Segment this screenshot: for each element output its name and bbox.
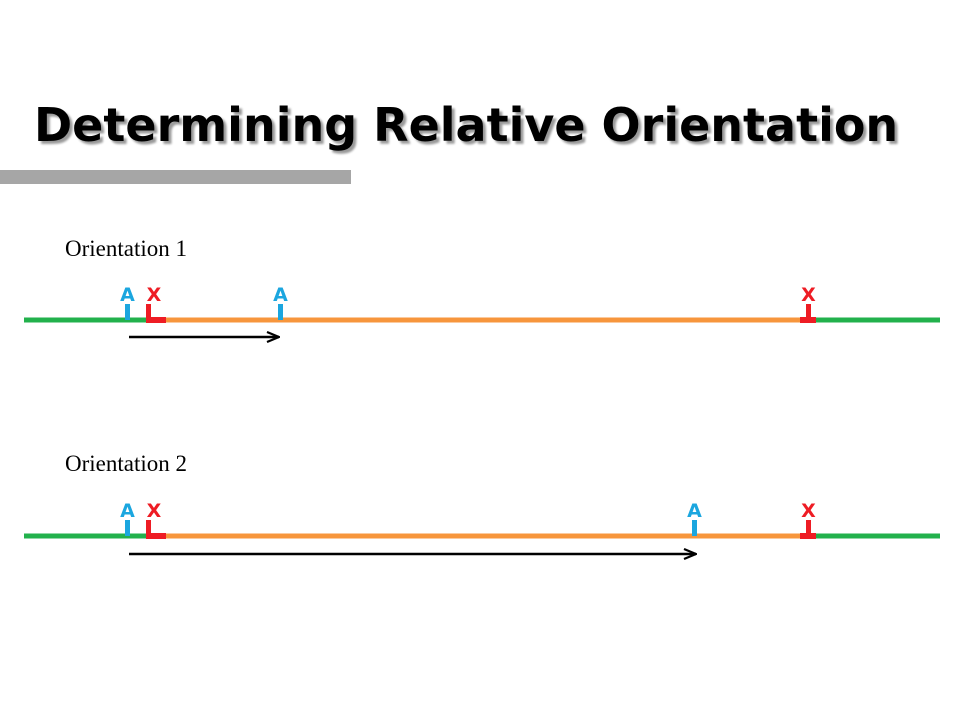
site-x-base [146,533,166,539]
site-x-letter: X [147,284,162,306]
orientation-1-map: A X A X [24,284,940,337]
site-a-letter: A [273,284,288,306]
title-underline-bar [0,170,351,184]
site-x-marker [806,520,811,536]
site-a-marker [692,520,697,536]
site-x-letter: X [801,284,816,306]
site-a-marker [125,520,130,536]
site-x-letter: X [801,500,816,522]
orientation-2-label: Orientation 2 [65,451,187,476]
orientation-2-map: A X A X [24,500,940,554]
site-a-marker [278,304,283,320]
orientation-1-label: Orientation 1 [65,236,187,261]
slide-title: Determining Relative Orientation [34,98,899,152]
site-a-marker [125,304,130,320]
site-x-base [800,317,816,323]
site-a-letter: A [120,284,135,306]
site-x-base [800,533,816,539]
site-a-letter: A [687,500,702,522]
site-x-letter: X [147,500,162,522]
site-x-base [146,317,166,323]
site-a-letter: A [120,500,135,522]
site-x-marker [806,304,811,320]
site-x-marker [146,304,151,320]
site-x-marker [146,520,151,536]
